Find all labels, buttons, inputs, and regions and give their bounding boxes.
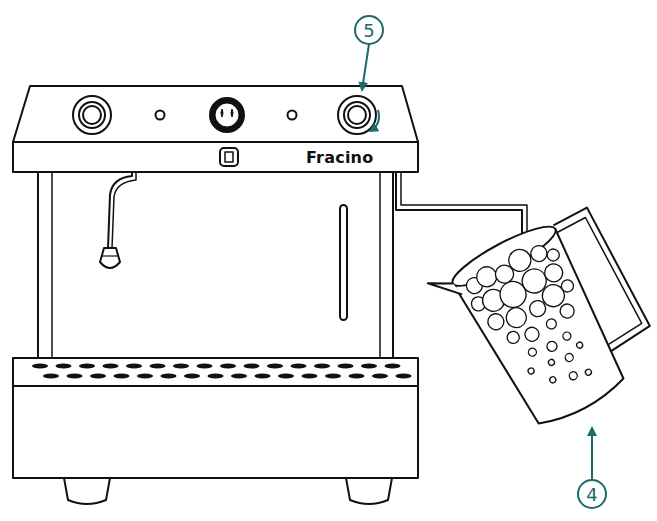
milk-bubble: [568, 370, 579, 381]
tray-hole: [278, 373, 294, 378]
milk-bubble: [561, 331, 572, 342]
leader-line: [362, 44, 369, 90]
milk-bubble: [527, 367, 535, 375]
milk-bubble: [542, 261, 566, 285]
tray-hole: [255, 373, 271, 378]
milk-bubble: [528, 243, 550, 265]
milk-bubble: [559, 278, 575, 294]
tray-hole: [349, 373, 365, 378]
tray-hole: [291, 363, 307, 368]
tray-hole: [161, 373, 177, 378]
tray-hole: [184, 373, 200, 378]
callout-circle: [355, 16, 383, 44]
tray-hole: [43, 373, 59, 378]
hot-water-pipe: [396, 172, 522, 250]
indicator-light: [156, 111, 165, 120]
drip-tray: [13, 358, 418, 386]
milk-bubble: [545, 317, 559, 331]
leader-line: [591, 428, 593, 480]
milk-bubble: [558, 302, 577, 321]
tray-hole: [79, 363, 95, 368]
foot: [346, 478, 392, 504]
tray-hole: [90, 373, 106, 378]
callout-number: 4: [586, 486, 597, 504]
tray-hole: [385, 363, 401, 368]
milk-bubble: [527, 347, 538, 358]
tray-hole: [267, 363, 283, 368]
milk-bubble: [549, 376, 557, 384]
callout-number: 5: [363, 22, 374, 40]
tray-hole: [114, 373, 130, 378]
turn-arrow: [370, 110, 379, 131]
tray-hole: [372, 373, 388, 378]
milk-bubble: [485, 311, 507, 333]
foot: [64, 478, 110, 504]
tray-hole: [220, 363, 236, 368]
base: [13, 386, 418, 478]
milk-bubble: [522, 325, 541, 344]
tray-hole: [396, 373, 412, 378]
tray-hole: [361, 363, 377, 368]
tray-hole: [314, 363, 330, 368]
brew-button: [210, 98, 244, 132]
tray-hole: [67, 373, 83, 378]
tray-hole: [103, 363, 119, 368]
milk-jug: [427, 200, 657, 446]
milk-bubble: [576, 341, 584, 349]
hot-water-knob: [338, 96, 376, 134]
milk-bubble: [564, 352, 575, 363]
tray-hole: [302, 373, 318, 378]
tray-hole: [338, 363, 354, 368]
tray-hole: [197, 363, 213, 368]
power-switch: [220, 148, 238, 166]
milk-bubble: [505, 329, 521, 345]
milk-bubble: [503, 304, 530, 331]
tray-hole: [244, 363, 260, 368]
milk-bubble: [545, 340, 559, 354]
tray-hole: [56, 363, 72, 368]
tray-hole: [173, 363, 189, 368]
tray-hole: [231, 373, 247, 378]
steam-wand: [108, 172, 132, 248]
water-gauge: [340, 205, 347, 320]
milk-bubble: [547, 358, 555, 366]
steam-knob: [73, 96, 111, 134]
tray-hole: [32, 363, 48, 368]
top-panel: [13, 86, 418, 142]
brand-logo: Fracino: [306, 150, 373, 166]
tray-hole: [208, 373, 224, 378]
tray-hole: [126, 363, 142, 368]
indicator-light: [288, 111, 297, 120]
callout-circle: [578, 480, 606, 508]
milk-bubble: [584, 368, 592, 376]
tray-hole: [150, 363, 166, 368]
front-band: [13, 142, 418, 172]
tray-hole: [137, 373, 153, 378]
tray-hole: [325, 373, 341, 378]
milk-bubble: [545, 247, 561, 263]
